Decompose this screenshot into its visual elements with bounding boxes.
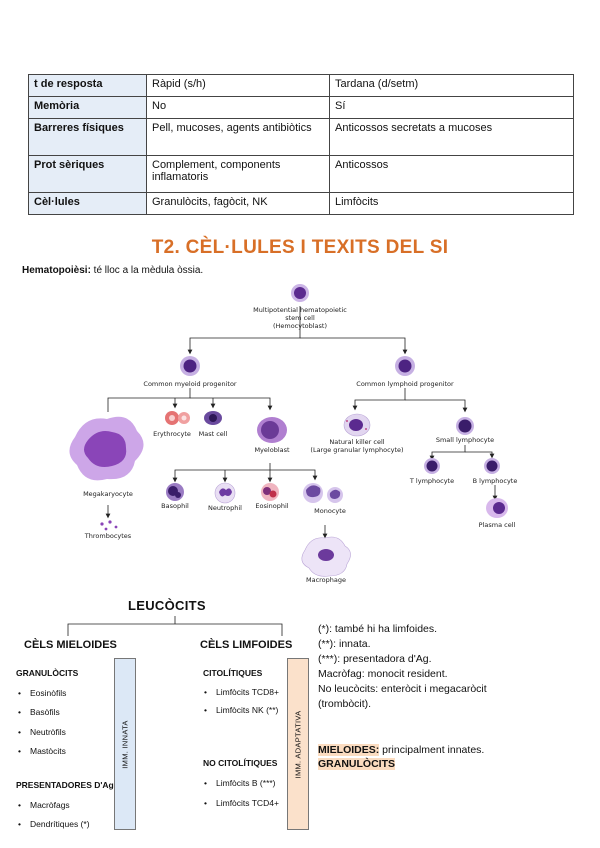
comparison-table: t de resposta Ràpid (s/h) Tardana (d/set… bbox=[28, 74, 574, 215]
note-line: (*): també hi ha limfoides. bbox=[318, 623, 438, 635]
nk-cell-icon bbox=[343, 413, 371, 437]
list-item: Dendrítiques (*) bbox=[18, 819, 89, 829]
macrophage-label: Macrophage bbox=[306, 576, 346, 584]
leucocits-title: LEUCÒCITS bbox=[128, 598, 206, 613]
list-item: Limfòcits TCD8+ bbox=[204, 687, 279, 697]
table-cell-adaptive: Limfòcits bbox=[329, 192, 574, 215]
neutrophil-icon bbox=[214, 482, 236, 504]
thrombocytes-icon bbox=[100, 520, 118, 531]
eosinophil-label: Eosinophil bbox=[255, 502, 288, 510]
table-row: t de resposta Ràpid (s/h) Tardana (d/set… bbox=[28, 74, 574, 97]
erythrocyte-icon bbox=[165, 411, 190, 425]
table-cell-innate: Granulòcits, fagòcit, NK bbox=[146, 192, 330, 215]
stem-cell-icon bbox=[291, 284, 309, 302]
note-line: (**): innata. bbox=[318, 638, 371, 650]
myeloid-progenitor-label: Common myeloid progenitor bbox=[143, 380, 237, 388]
table-row: Memòria No Sí bbox=[28, 96, 574, 119]
granulocits-heading: GRANULÒCITS bbox=[16, 668, 79, 678]
table-cell-adaptive: Tardana (d/setm) bbox=[329, 74, 574, 97]
table-cell-adaptive: Anticossos secretats a mucoses bbox=[329, 118, 574, 156]
nk-cell-label-2: (Large granular lymphocyte) bbox=[310, 446, 403, 454]
table-cell-innate: No bbox=[146, 96, 330, 119]
citolitiques-heading: CITOLÍTIQUES bbox=[203, 668, 263, 678]
mast-cell-icon bbox=[204, 411, 222, 425]
section-title: T2. CÈL·LULES I TEXITS DEL SI bbox=[151, 237, 449, 258]
table-cell-adaptive: Anticossos bbox=[329, 155, 574, 193]
hematopoiesis-diagram: Multipotential hematopoietic stem cell (… bbox=[69, 284, 518, 584]
list-item: Neutròfils bbox=[18, 727, 66, 737]
list-item: Limfòcits B (***) bbox=[204, 778, 275, 788]
nk-cell-label-1: Natural killer cell bbox=[329, 438, 384, 446]
list-item: Mastòcits bbox=[18, 746, 66, 756]
list-item: Limfòcits TCD4+ bbox=[204, 798, 279, 808]
lymphoid-progenitor-icon bbox=[395, 356, 415, 376]
granulocits-note-label: GRANULÒCITS bbox=[318, 758, 395, 770]
megakaryocyte-label: Megakaryocyte bbox=[83, 490, 133, 498]
mieloides-note-label: MIELOIDES: bbox=[318, 744, 380, 756]
note-line: (trombòcit). bbox=[318, 698, 372, 710]
table-row: Prot sèriques Complement, components inf… bbox=[28, 155, 574, 193]
hematopoiesi-line: Hematopoièsi: té lloc a la mèdula òssia. bbox=[22, 265, 203, 276]
leucocits-brace bbox=[67, 616, 283, 636]
imm-adaptativa-label: IMM. ADAPTATIVA bbox=[293, 710, 303, 778]
presentadores-heading: PRESENTADORES D'Ag bbox=[16, 780, 114, 790]
erythrocyte-label: Erythrocyte bbox=[153, 430, 191, 438]
table-row: Barreres físiques Pell, mucoses, agents … bbox=[28, 118, 574, 156]
megakaryocyte-icon bbox=[69, 416, 144, 481]
table-row-key: Cèl·lules bbox=[28, 192, 147, 215]
monocyte-label: Monocyte bbox=[314, 507, 346, 515]
hematopoiesi-label: Hematopoièsi: bbox=[22, 265, 91, 276]
imm-innata-box: IMM. INNATA bbox=[114, 658, 136, 830]
diagram-connectors bbox=[105, 306, 498, 539]
list-item: Macròfags bbox=[18, 800, 70, 810]
stem-cell-label-3: (Hemocytoblast) bbox=[273, 322, 327, 330]
notes: (*): també hi ha limfoides. (**): innata… bbox=[318, 622, 487, 712]
stem-cell-label-1: Multipotential hematopoietic bbox=[253, 306, 347, 314]
small-lymphocyte-label: Small lymphocyte bbox=[436, 436, 494, 444]
table-row-key: Barreres físiques bbox=[28, 118, 147, 156]
mieloides-note-text: principalment innates. bbox=[379, 744, 485, 756]
note-line: No leucòcits: enteròcit i megacaròcit bbox=[318, 683, 487, 695]
b-lymphocyte-icon bbox=[484, 458, 500, 474]
small-lymphocyte-icon bbox=[456, 417, 474, 435]
mast-cell-label: Mast cell bbox=[199, 430, 228, 438]
table-cell-innate: Ràpid (s/h) bbox=[146, 74, 330, 97]
table-row: Cèl·lules Granulòcits, fagòcit, NK Limfò… bbox=[28, 192, 574, 215]
no-citolitiques-heading: NO CITOLÍTIQUES bbox=[203, 758, 278, 768]
imm-adaptativa-box: IMM. ADAPTATIVA bbox=[287, 658, 309, 830]
mieloides-heading: CÈLS MIELOIDES bbox=[24, 639, 117, 651]
list-item: Limfòcits NK (**) bbox=[204, 705, 278, 715]
limfoides-heading: CÈLS LIMFOIDES bbox=[200, 639, 293, 651]
table-row-key: Prot sèriques bbox=[28, 155, 147, 193]
t-lymphocyte-label: T lymphocyte bbox=[409, 477, 454, 485]
imm-innata-label: IMM. INNATA bbox=[120, 719, 130, 769]
note-line: (***): presentadora d'Ag. bbox=[318, 653, 432, 665]
mieloides-note: MIELOIDES: principalment innates. GRANUL… bbox=[318, 743, 484, 771]
stem-cell-label-2: stem cell bbox=[285, 314, 315, 322]
lymphoid-progenitor-label: Common lymphoid progenitor bbox=[356, 380, 454, 388]
macrophage-icon bbox=[301, 536, 351, 577]
t-lymphocyte-icon bbox=[424, 458, 440, 474]
b-lymphocyte-label: B lymphocyte bbox=[473, 477, 518, 485]
table-cell-adaptive: Sí bbox=[329, 96, 574, 119]
basophil-label: Basophil bbox=[161, 502, 189, 510]
eosinophil-icon bbox=[261, 483, 279, 501]
note-line: Macròfag: monocit resident. bbox=[318, 668, 448, 680]
monocyte-icon bbox=[303, 483, 343, 503]
basophil-icon bbox=[166, 483, 184, 501]
neutrophil-label: Neutrophil bbox=[208, 504, 242, 512]
table-row-key: Memòria bbox=[28, 96, 147, 119]
plasma-cell-label: Plasma cell bbox=[479, 521, 516, 529]
myeloblast-label: Myeloblast bbox=[254, 446, 290, 454]
list-item: Basòfils bbox=[18, 707, 60, 717]
list-item: Eosinòfils bbox=[18, 688, 67, 698]
table-cell-innate: Pell, mucoses, agents antibiòtics bbox=[146, 118, 330, 156]
plasma-cell-icon bbox=[486, 498, 508, 518]
thrombocytes-label: Thrombocytes bbox=[84, 532, 132, 540]
hematopoiesi-text: té lloc a la mèdula òssia. bbox=[90, 265, 204, 276]
myeloblast-icon bbox=[257, 417, 287, 443]
table-row-key: t de resposta bbox=[28, 74, 147, 97]
table-cell-innate: Complement, components inflamatoris bbox=[146, 155, 330, 193]
myeloid-progenitor-icon bbox=[180, 356, 200, 376]
